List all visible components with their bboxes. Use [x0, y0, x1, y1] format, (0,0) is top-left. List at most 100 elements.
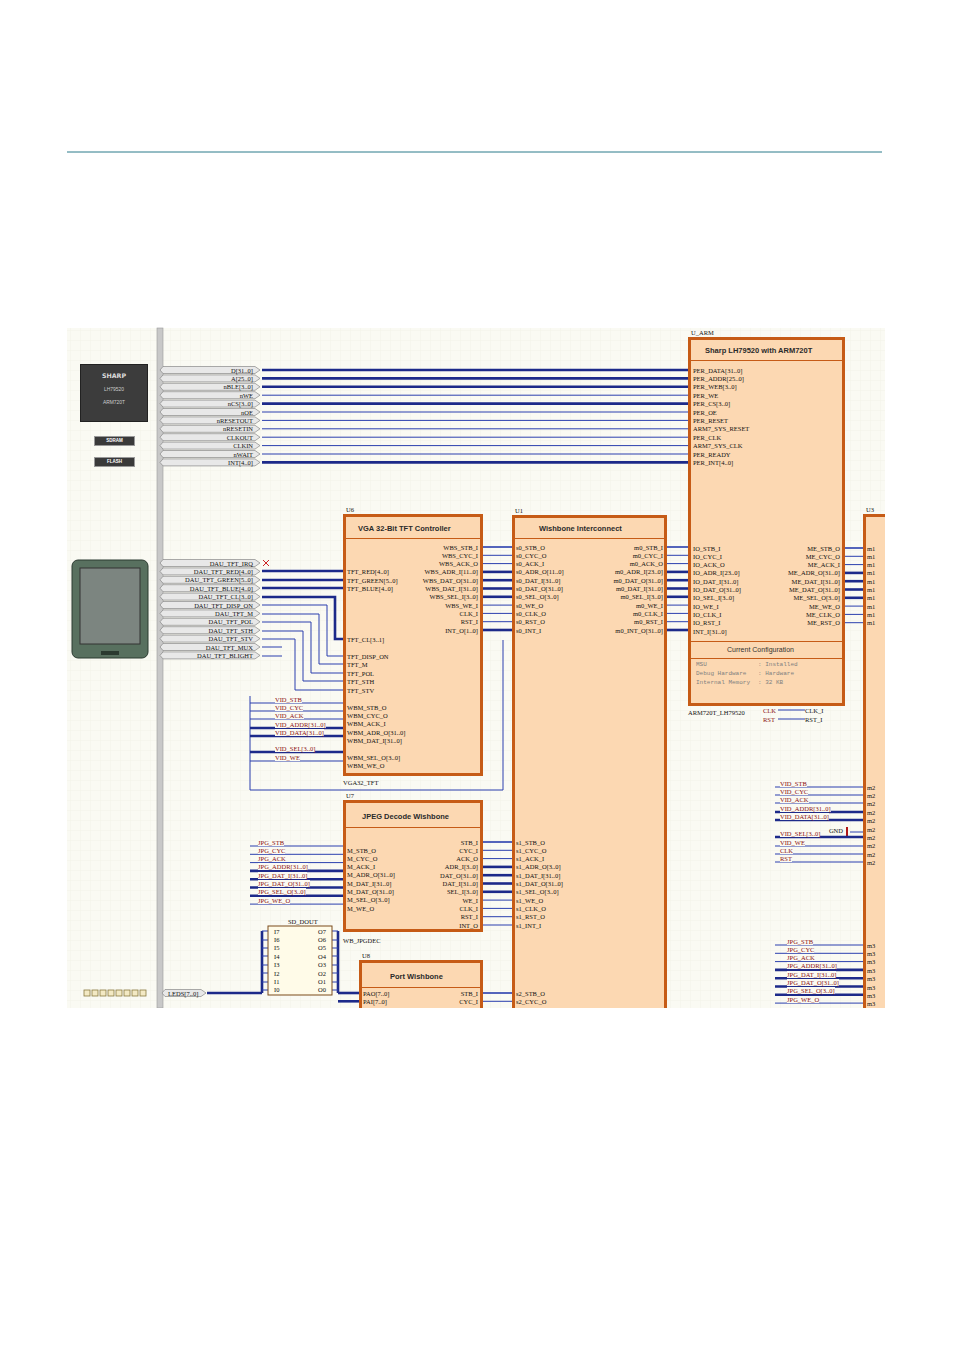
tft-frame — [72, 560, 148, 658]
bus-wire — [667, 595, 688, 598]
pin-name: s1_WE_O — [516, 897, 543, 904]
net-label: VID_ACK — [275, 712, 304, 719]
pin-name: PER_RESET — [693, 417, 728, 424]
net-label: VID_STB — [780, 780, 807, 787]
bus-wire — [667, 587, 688, 590]
wire — [845, 622, 863, 623]
pin-name: TFT_DISP_ON — [347, 653, 389, 660]
pin-name: WBS_DAT_I[31..0] — [425, 585, 478, 592]
bus-connector — [483, 841, 512, 842]
pin-name: ME_CYC_O — [806, 553, 840, 560]
pin-name: WBS_CYC_I — [442, 552, 478, 559]
leds-port — [162, 990, 206, 997]
bus-entries — [262, 931, 268, 990]
pin-name: s0_DAT_I[31..0] — [516, 577, 560, 584]
pin-name: PER_DATA[31..0] — [693, 367, 742, 374]
net-label: RST — [780, 855, 792, 862]
port-name: CLKIN — [233, 442, 253, 449]
bus-connector — [483, 546, 512, 547]
pin-name: s1_STB_O — [516, 839, 545, 846]
pin-name: m3 — [867, 958, 875, 965]
schematic-sheet: U_ARMSharp LH79520 with ARM720TCurrent C… — [0, 0, 885, 1008]
net-label: JPG_STB — [258, 839, 284, 846]
pin-name: TFT_M — [347, 661, 368, 668]
pin-name: m1 — [867, 586, 875, 593]
pin-name: ME_DAT_I[31..0] — [792, 578, 840, 585]
wire — [667, 613, 688, 614]
port-name: nCS[3..0] — [228, 400, 253, 407]
wire — [483, 993, 512, 994]
net-label: JPG_DAT_I[31..0] — [258, 872, 307, 879]
pin-name: CYC_I — [459, 998, 478, 1005]
designator: U1 — [515, 507, 523, 514]
bus-wire — [483, 866, 512, 869]
designator: U8 — [362, 952, 370, 959]
net-label: CLK — [780, 847, 793, 854]
pin-name: m2 — [867, 800, 875, 807]
wire — [845, 548, 863, 549]
pin-name: ACK_O — [456, 855, 478, 862]
wire — [775, 862, 863, 863]
pin-name: PER_INT[4..0] — [693, 459, 733, 466]
pin-name: CLK_I — [460, 610, 478, 617]
wire — [483, 613, 512, 614]
pin-name: s1_DAT_I[31..0] — [516, 872, 560, 879]
pin-name: WBM_CYC_O — [347, 712, 388, 719]
pin-name: M_SEL_O[3..0] — [347, 896, 390, 903]
pin-name: O1 — [318, 978, 326, 985]
pin-name: GND — [829, 827, 843, 834]
pin-name: WBS_ACK_O — [439, 560, 478, 567]
pin-name: M_WE_O — [347, 905, 374, 912]
harness-port — [160, 367, 260, 374]
port-name: DAU_TFT_BLIGHT — [197, 652, 253, 659]
pin-name: WBM_ADR_O[31..0] — [347, 729, 406, 736]
pin-name: m0_ADR_I[23..0] — [615, 568, 663, 575]
net-label: JPG_ADDR[31..0] — [787, 962, 837, 969]
net-label: JPG_SEL_O[3..0] — [787, 987, 835, 994]
wire — [667, 563, 688, 564]
harness-port — [160, 425, 260, 432]
pin-name: PER_READY — [693, 451, 731, 458]
pin-name: m2 — [867, 842, 875, 849]
tft-panel-icon — [72, 560, 148, 658]
pin-name: I2 — [274, 970, 279, 977]
bus-wire — [483, 890, 512, 893]
net-label: JPG_CYC — [787, 946, 814, 953]
bus-wire — [338, 992, 359, 995]
node-text: FLASH — [95, 459, 134, 465]
pin-name: WE_I — [462, 897, 478, 904]
pin-name: O2 — [318, 970, 326, 977]
pin-name: m3 — [867, 992, 875, 999]
net-label: VID_ACK — [780, 796, 809, 803]
pin-name: ME_ADR_O[31..0] — [788, 569, 840, 576]
designator: U6 — [346, 506, 354, 513]
bus-connector — [667, 546, 688, 547]
pin-name: IO_CLK_I — [693, 611, 722, 618]
wire — [483, 916, 512, 917]
net-label: VID_STB — [275, 696, 302, 703]
pin-name: m0_CYC_I — [633, 552, 663, 559]
harness-port — [160, 400, 260, 407]
pin-name: WBS_ADR_I[11..0] — [424, 568, 478, 575]
section-rule — [346, 827, 480, 828]
section-rule — [346, 538, 480, 539]
pin-name: m2 — [867, 792, 875, 799]
pin-name: ME_DAT_O[31..0] — [789, 586, 840, 593]
pin-name: m0_ACK_O — [630, 560, 663, 567]
wire — [845, 556, 863, 557]
pin-name: CLK — [763, 707, 776, 714]
harness-port — [160, 568, 260, 575]
bus-wire — [262, 377, 688, 380]
harness-port — [160, 627, 260, 634]
section-rule — [691, 658, 842, 659]
pin-name: m1 — [867, 545, 875, 552]
pin-name: TFT_POL — [347, 670, 374, 677]
bus-wire — [845, 572, 863, 575]
pin-name: ARM720T_LH79520 — [688, 709, 745, 716]
pin-name: PAO[7..0] — [363, 990, 390, 997]
harness-port — [160, 635, 260, 642]
wire — [667, 547, 688, 548]
wire — [262, 395, 688, 396]
node-text: JPEG Decode Wishbone — [362, 812, 449, 821]
wire — [262, 639, 343, 690]
